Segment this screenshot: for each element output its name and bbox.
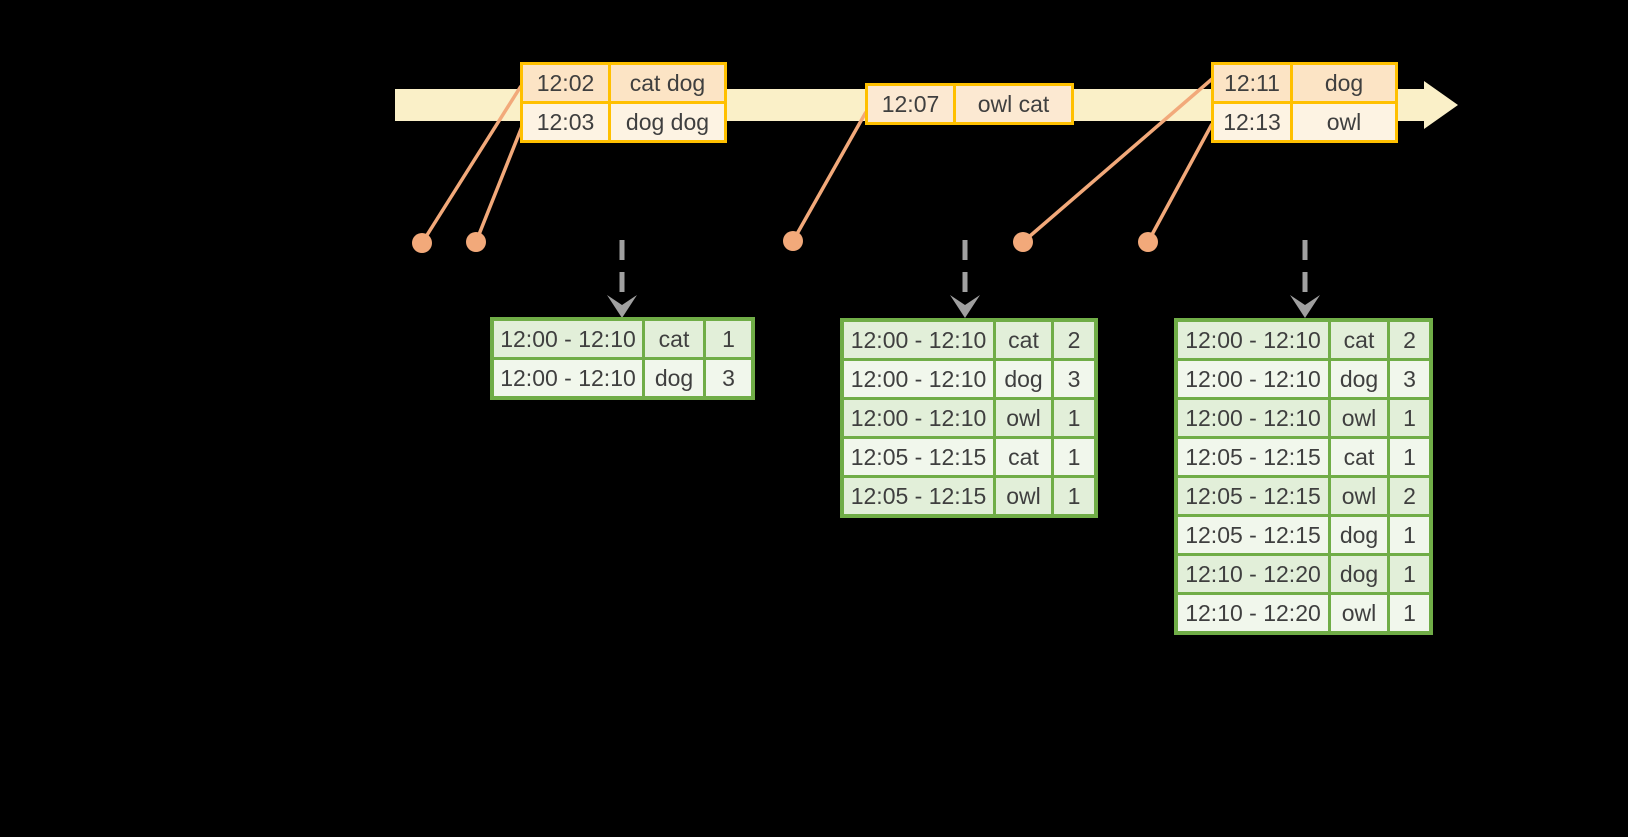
word-cell: cat	[1331, 322, 1387, 358]
event-connector-line	[420, 85, 523, 244]
result-table-2: 12:00 - 12:10 cat 2 12:00 - 12:10 dog 3 …	[840, 318, 1098, 518]
count-cell: 1	[1390, 595, 1429, 631]
event-dot	[1013, 232, 1033, 252]
window-cell: 12:00 - 12:10	[844, 400, 993, 436]
event-box-12-02-12-03: 12:02 cat dog 12:03 dog dog	[520, 62, 727, 143]
window-cell: 12:00 - 12:10	[844, 361, 993, 397]
count-cell: 1	[1390, 439, 1429, 475]
count-cell: 3	[706, 360, 751, 396]
event-time: 12:07	[868, 86, 953, 122]
word-cell: owl	[996, 400, 1051, 436]
event-words: dog dog	[611, 104, 724, 140]
word-cell: cat	[1331, 439, 1387, 475]
word-cell: cat	[645, 321, 703, 357]
word-cell: owl	[1331, 400, 1387, 436]
word-cell: dog	[1331, 361, 1387, 397]
event-connector-line	[1146, 123, 1214, 243]
event-dot	[466, 232, 486, 252]
word-cell: cat	[996, 322, 1051, 358]
count-cell: 2	[1390, 322, 1429, 358]
word-cell: dog	[645, 360, 703, 396]
count-cell: 1	[706, 321, 751, 357]
result-table-1: 12:00 - 12:10 cat 1 12:00 - 12:10 dog 3	[490, 317, 755, 400]
event-words: dog	[1293, 65, 1395, 101]
event-connector-line	[474, 123, 525, 243]
event-time: 12:03	[523, 104, 608, 140]
event-connector-line	[1021, 77, 1214, 244]
window-cell: 12:05 - 12:15	[1178, 478, 1328, 514]
count-cell: 3	[1054, 361, 1094, 397]
word-cell: owl	[996, 478, 1051, 514]
count-cell: 3	[1390, 361, 1429, 397]
event-connector-line	[791, 111, 868, 242]
word-cell: dog	[1331, 556, 1387, 592]
word-cell: cat	[996, 439, 1051, 475]
window-cell: 12:00 - 12:10	[1178, 361, 1328, 397]
window-cell: 12:05 - 12:15	[844, 439, 993, 475]
timeline-arrowhead-icon	[1424, 81, 1458, 129]
word-cell: owl	[1331, 478, 1387, 514]
window-cell: 12:05 - 12:15	[1178, 517, 1328, 553]
trigger-arrowhead-icon	[1290, 295, 1320, 318]
count-cell: 1	[1390, 400, 1429, 436]
window-cell: 12:10 - 12:20	[1178, 556, 1328, 592]
event-dot	[1138, 232, 1158, 252]
event-dot	[412, 233, 432, 253]
event-words: owl	[1293, 104, 1395, 140]
window-cell: 12:05 - 12:15	[1178, 439, 1328, 475]
count-cell: 1	[1054, 400, 1094, 436]
event-words: cat dog	[611, 65, 724, 101]
word-cell: dog	[996, 361, 1051, 397]
event-time: 12:13	[1214, 104, 1290, 140]
window-cell: 12:00 - 12:10	[494, 321, 642, 357]
count-cell: 2	[1390, 478, 1429, 514]
window-cell: 12:00 - 12:10	[1178, 400, 1328, 436]
count-cell: 1	[1054, 478, 1094, 514]
trigger-arrowhead-icon	[607, 295, 637, 318]
word-cell: owl	[1331, 595, 1387, 631]
event-words: owl cat	[956, 86, 1071, 122]
count-cell: 2	[1054, 322, 1094, 358]
count-cell: 1	[1390, 517, 1429, 553]
trigger-arrowhead-icon	[950, 295, 980, 318]
window-cell: 12:00 - 12:10	[494, 360, 642, 396]
event-box-12-07: 12:07 owl cat	[865, 83, 1074, 125]
window-cell: 12:10 - 12:20	[1178, 595, 1328, 631]
event-time: 12:02	[523, 65, 608, 101]
window-cell: 12:00 - 12:10	[844, 322, 993, 358]
event-box-12-11-12-13: 12:11 dog 12:13 owl	[1211, 62, 1398, 143]
window-cell: 12:05 - 12:15	[844, 478, 993, 514]
window-cell: 12:00 - 12:10	[1178, 322, 1328, 358]
count-cell: 1	[1390, 556, 1429, 592]
count-cell: 1	[1054, 439, 1094, 475]
word-cell: dog	[1331, 517, 1387, 553]
event-time: 12:11	[1214, 65, 1290, 101]
event-dot	[783, 231, 803, 251]
result-table-3: 12:00 - 12:10 cat 2 12:00 - 12:10 dog 3 …	[1174, 318, 1433, 635]
